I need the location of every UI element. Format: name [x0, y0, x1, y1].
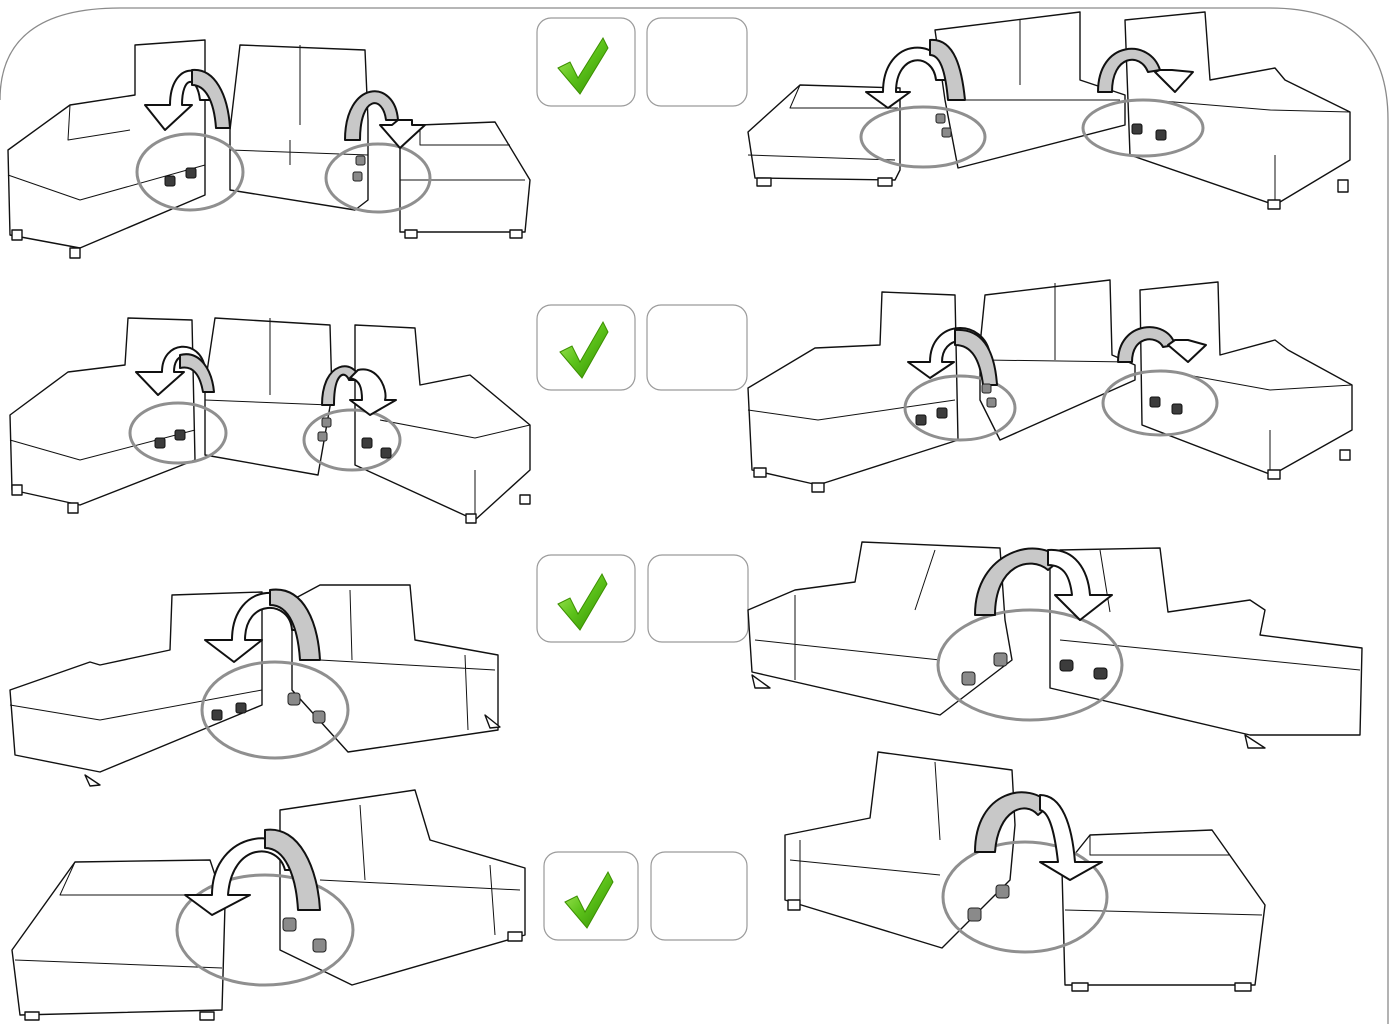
sofa-diagram-row1-right — [748, 12, 1350, 209]
row-1 — [8, 12, 1350, 258]
correct-option-box[interactable] — [537, 18, 635, 106]
row-2 — [10, 280, 1352, 523]
row-4 — [12, 752, 1265, 1020]
correct-option-box[interactable] — [544, 852, 638, 940]
correct-option-box[interactable] — [537, 305, 635, 390]
empty-option-box[interactable] — [651, 852, 747, 940]
correct-option-box[interactable] — [537, 555, 635, 642]
sofa-diagram-row1-left — [8, 40, 530, 258]
row-3 — [10, 542, 1362, 786]
empty-option-box[interactable] — [647, 305, 747, 390]
sofa-diagram-row2-right — [748, 280, 1352, 492]
empty-option-box[interactable] — [648, 555, 748, 642]
sofa-diagram-row2-left — [10, 318, 530, 523]
empty-option-box[interactable] — [647, 18, 747, 106]
sofa-diagram-row4-right — [785, 752, 1265, 991]
